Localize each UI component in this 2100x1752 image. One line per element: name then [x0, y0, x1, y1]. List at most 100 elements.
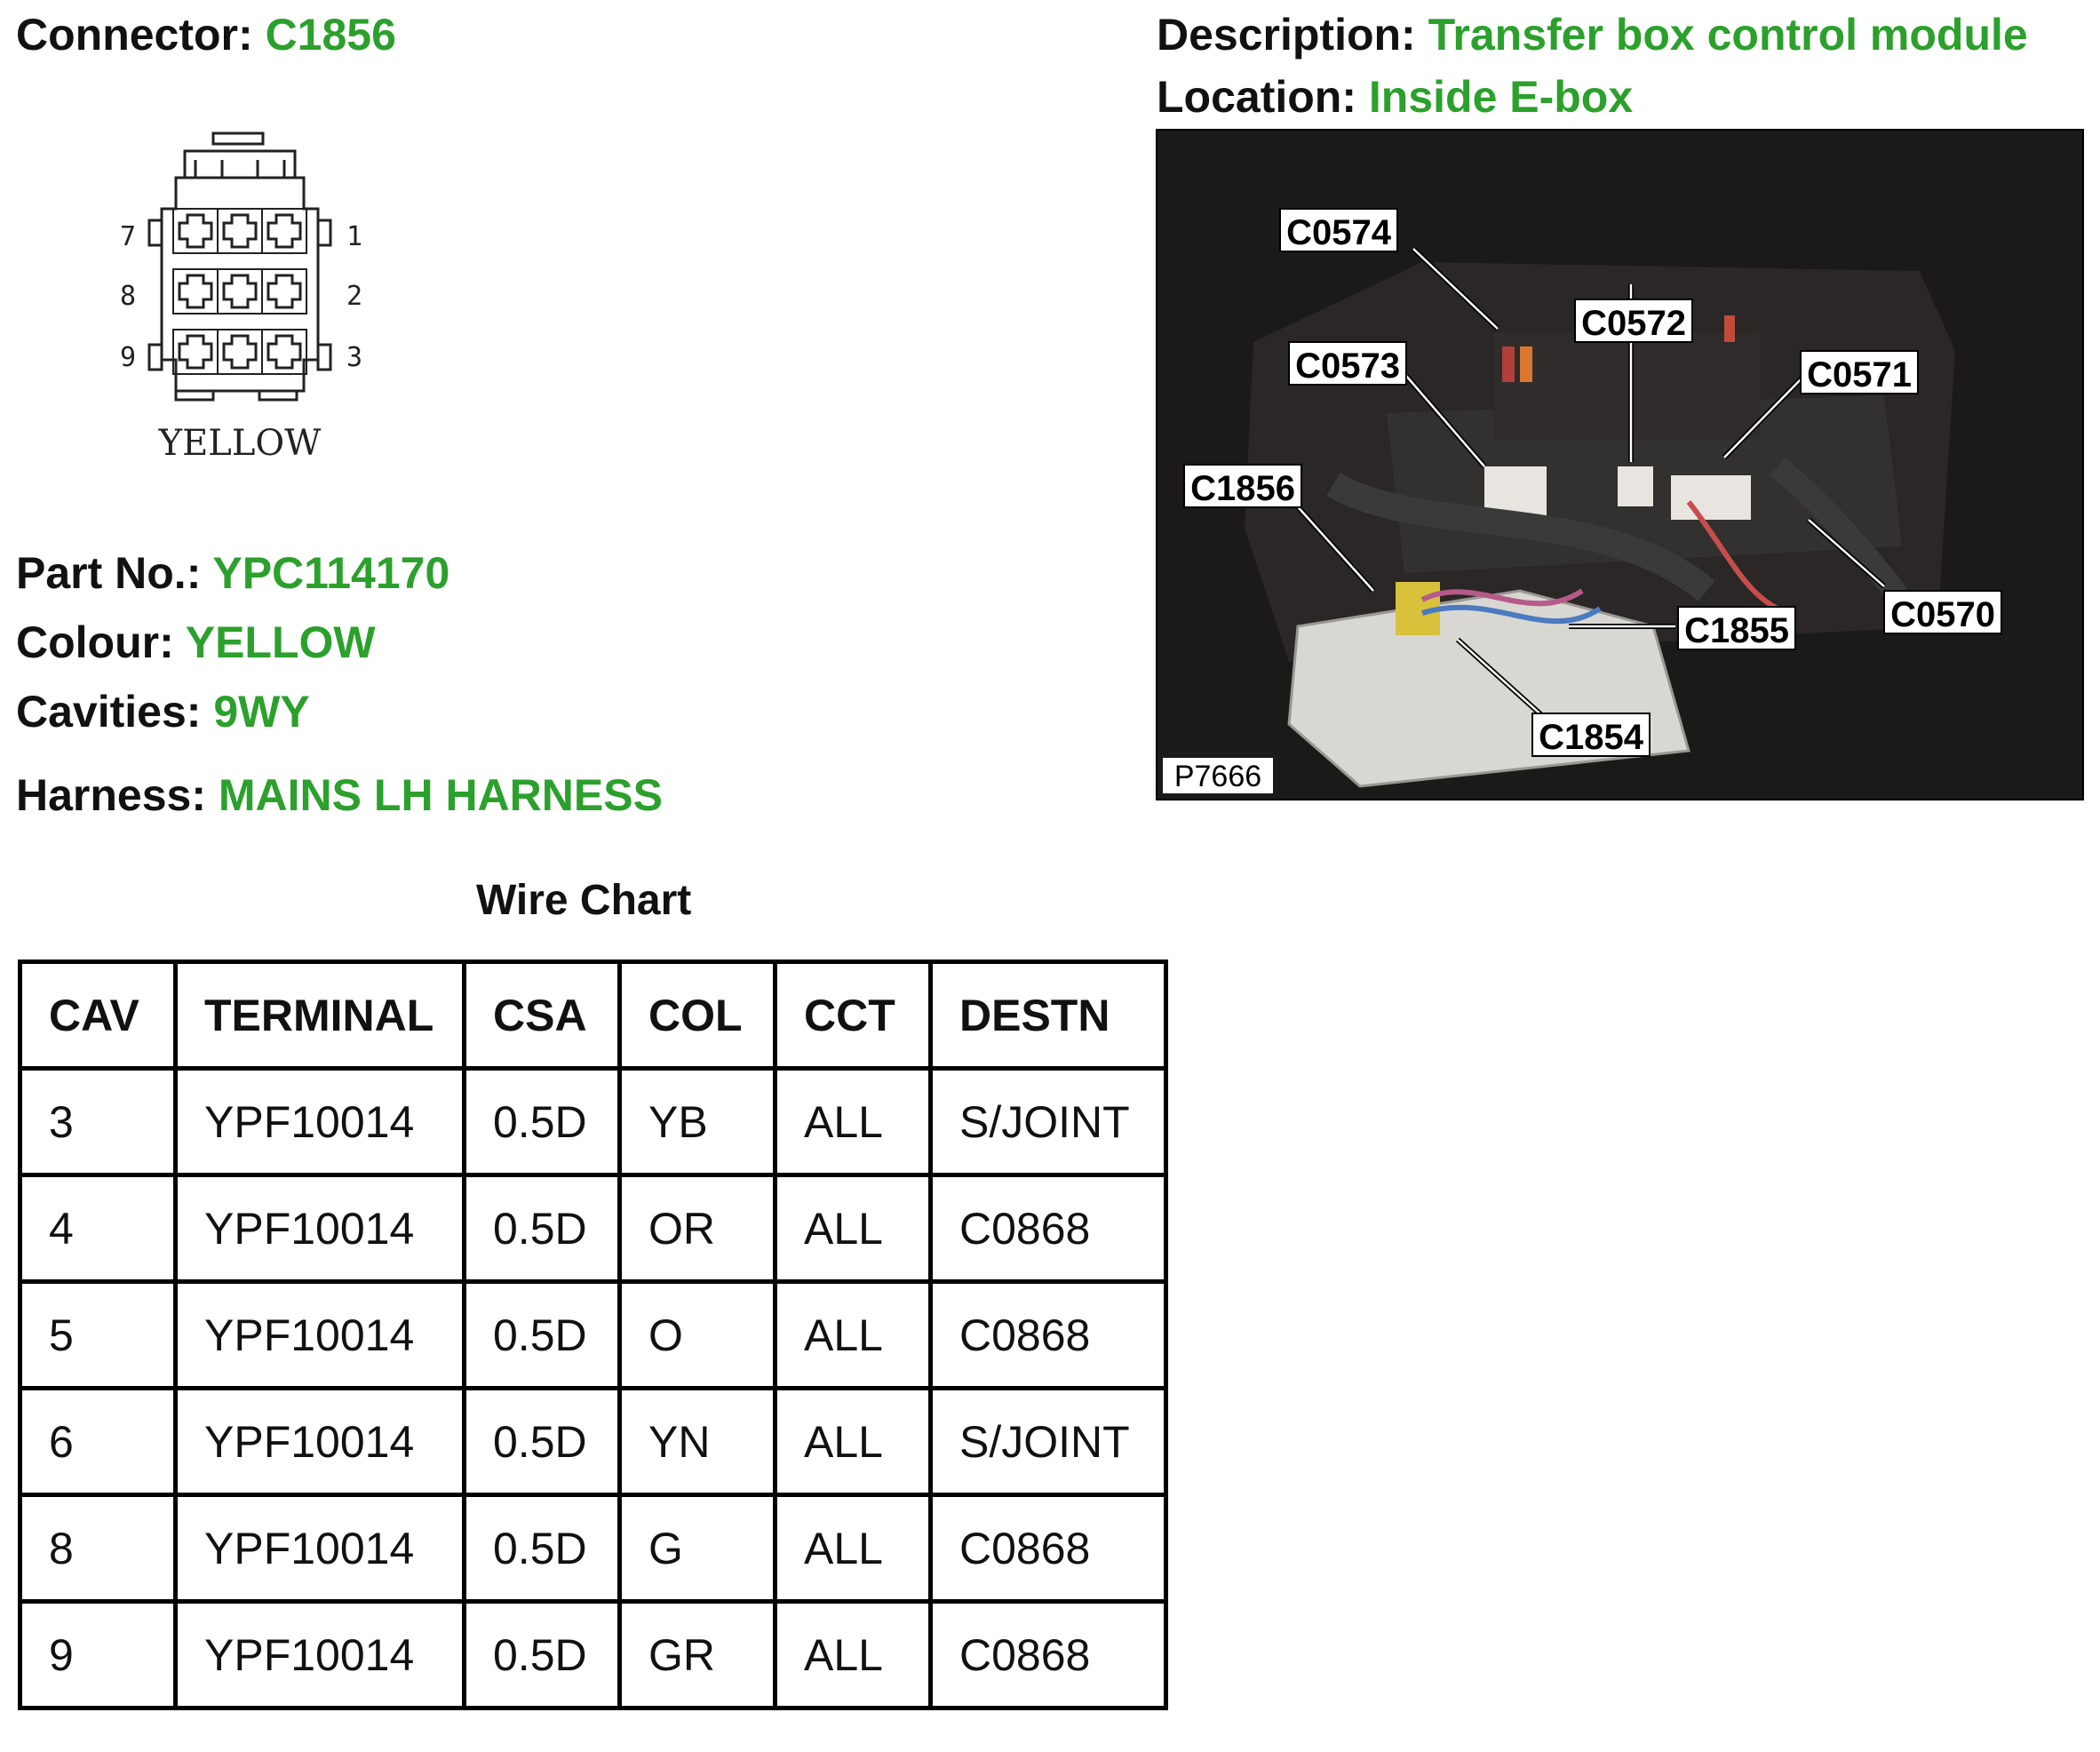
table-cell: S/JOINT — [928, 1066, 1168, 1177]
colour-field: Colour: YELLOW — [16, 620, 376, 665]
location-label: Location: — [1157, 72, 1356, 122]
table-cell: YPF10014 — [173, 1066, 466, 1177]
column-header: TERMINAL — [173, 960, 466, 1071]
table-cell: YPF10014 — [173, 1173, 466, 1284]
photo-reference: P7666 — [1174, 760, 1261, 793]
pin-label: 1 — [346, 221, 362, 252]
table-cell: 4 — [18, 1173, 178, 1284]
table-cell: YN — [617, 1386, 777, 1497]
cavity — [266, 334, 302, 370]
location-field: Location: Inside E-box — [1157, 75, 1633, 119]
table-cell: OR — [617, 1173, 777, 1284]
table-cell: C0868 — [928, 1599, 1168, 1710]
description-field: Description: Transfer box control module — [1157, 12, 2028, 57]
location-value: Inside E-box — [1368, 72, 1634, 122]
table-cell: O — [617, 1279, 777, 1390]
callout-c0571: C0571 — [1807, 355, 1912, 394]
harness-value: MAINS LH HARNESS — [218, 770, 663, 820]
connector-value: C1856 — [265, 10, 396, 60]
cavity — [266, 213, 302, 249]
cavity-outline — [261, 208, 307, 254]
table-cell: YPF10014 — [173, 1386, 466, 1497]
table-cell: 6 — [18, 1386, 178, 1497]
table-cell: 8 — [18, 1493, 178, 1604]
cavity — [222, 334, 258, 370]
table-cell: GR — [617, 1599, 777, 1710]
cavity-outline — [261, 329, 307, 375]
callout-c0572: C0572 — [1581, 304, 1686, 343]
callout-c1855: C1855 — [1684, 611, 1789, 650]
cavities-label: Cavities: — [16, 687, 202, 737]
pin-label: 7 — [120, 221, 136, 252]
table-cell: S/JOINT — [928, 1386, 1168, 1497]
part-no-label: Part No.: — [16, 548, 202, 598]
column-header: COL — [617, 960, 777, 1071]
table-cell: G — [617, 1493, 777, 1604]
connector-label: Connector: — [16, 10, 253, 60]
description-label: Description: — [1157, 10, 1416, 60]
cavity — [178, 213, 213, 249]
table-cell: 0.5D — [462, 1386, 622, 1497]
pin-label: 3 — [346, 342, 362, 373]
part-no-field: Part No.: YPC114170 — [16, 551, 449, 595]
cavities-value: 9WY — [213, 687, 310, 737]
cavity — [178, 334, 213, 370]
description-value: Transfer box control module — [1428, 10, 2028, 60]
colour-value: YELLOW — [185, 617, 376, 667]
location-photo: C0574 C0572 C0573 C0571 C1856 C1855 C057… — [1156, 129, 2084, 800]
colour-label: Colour: — [16, 617, 174, 667]
callout-c1856: C1856 — [1190, 469, 1295, 508]
pin-label: 2 — [346, 281, 362, 312]
table-cell: 3 — [18, 1066, 178, 1177]
callout-c0570: C0570 — [1890, 595, 1995, 634]
part-no-value: YPC114170 — [212, 548, 450, 598]
column-header: CAV — [18, 960, 178, 1071]
table-cell: YB — [617, 1066, 777, 1177]
table-cell: C0868 — [928, 1173, 1168, 1284]
table-cell: 0.5D — [462, 1279, 622, 1390]
pin-label: 8 — [120, 281, 136, 312]
callout-c0573: C0573 — [1295, 346, 1400, 386]
table-cell: 0.5D — [462, 1066, 622, 1177]
cavities-field: Cavities: 9WY — [16, 689, 310, 734]
column-header: DESTN — [928, 960, 1168, 1071]
table-cell: 5 — [18, 1279, 178, 1390]
callout-c0574: C0574 — [1286, 213, 1392, 252]
table-cell: YPF10014 — [173, 1493, 466, 1604]
column-header: CSA — [462, 960, 622, 1071]
table-cell: ALL — [773, 1279, 933, 1390]
pin-label: 9 — [120, 342, 136, 373]
harness-field: Harness: MAINS LH HARNESS — [16, 773, 663, 817]
connector-colour-caption: YELLOW — [158, 423, 322, 464]
table-cell: 0.5D — [462, 1173, 622, 1284]
wire-chart-title: Wire Chart — [476, 877, 692, 924]
cavity — [222, 274, 258, 309]
table-cell: C0868 — [928, 1279, 1168, 1390]
table-cell: YPF10014 — [173, 1279, 466, 1390]
connector-field: Connector: C1856 — [16, 12, 396, 57]
table-cell: YPF10014 — [173, 1599, 466, 1710]
connector-face-diagram: 7 8 9 1 2 3 YELLOW — [120, 131, 362, 464]
table-cell: ALL — [773, 1386, 933, 1497]
table-cell: C0868 — [928, 1493, 1168, 1604]
table-cell: ALL — [773, 1599, 933, 1710]
table-cell: ALL — [773, 1173, 933, 1284]
table-cell: ALL — [773, 1493, 933, 1604]
cavity — [178, 274, 213, 309]
harness-label: Harness: — [16, 770, 206, 820]
column-header: CCT — [773, 960, 933, 1071]
table-cell: ALL — [773, 1066, 933, 1177]
cavity — [222, 213, 258, 249]
table-cell: 9 — [18, 1599, 178, 1710]
table-cell: 0.5D — [462, 1599, 622, 1710]
callout-c1854: C1854 — [1539, 718, 1644, 757]
cavity — [266, 274, 302, 309]
